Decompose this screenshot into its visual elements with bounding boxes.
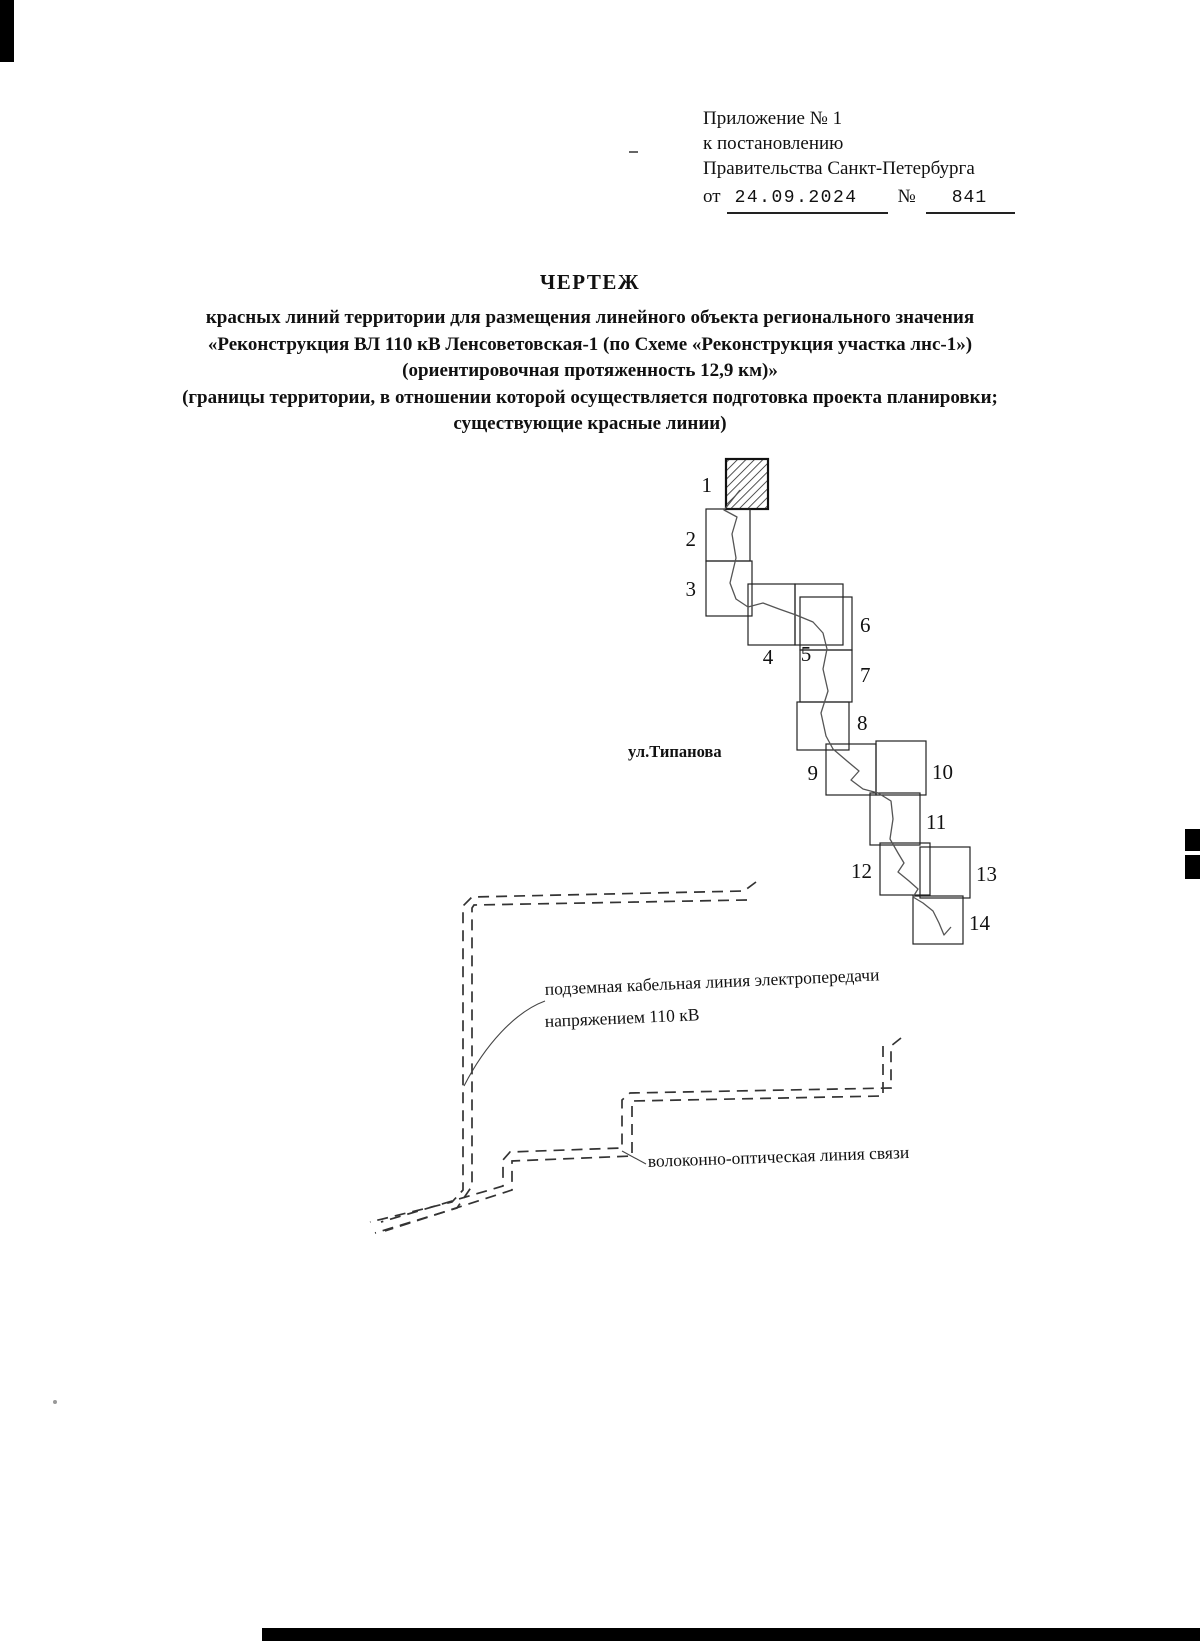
- map-sheet-2: [705, 508, 751, 562]
- map-sheet-4: [747, 583, 796, 646]
- map-sheet-12: [879, 842, 931, 896]
- map-sheet-5: [794, 583, 844, 646]
- title-line-4: (ориентировочная протяженность 12,9 км)»: [402, 360, 778, 381]
- sheet-number-3: 3: [686, 577, 697, 601]
- scan-speck: [53, 1400, 57, 1404]
- title-line-5: (границы территории, в отношении которой…: [182, 386, 998, 408]
- approval-block: Приложение № 1 к постановлению Правитель…: [703, 106, 1016, 214]
- scan-speck: [629, 151, 638, 153]
- sheet-number-7: 7: [860, 663, 871, 687]
- sheet-number-5: 5: [801, 642, 812, 666]
- title-line-3: «Реконструкция ВЛ 110 кВ Ленсоветовская-…: [207, 333, 973, 355]
- sheet-number-10: 10: [932, 760, 953, 784]
- fiber-label-leader: [621, 1150, 647, 1165]
- approval-line-appendix: Приложение № 1: [703, 108, 843, 129]
- map-sheet-3: [705, 560, 753, 617]
- number-sign: №: [897, 186, 916, 207]
- approval-date: 24.09.2024: [726, 186, 888, 214]
- fiber-legend: волоконно-оптическая линия связи: [647, 1142, 909, 1171]
- title-main: ЧЕРТЕЖ: [539, 270, 641, 294]
- sheet-number-8: 8: [857, 711, 868, 735]
- document-title-block: ЧЕРТЕЖ красных линий территории для разм…: [45, 270, 1135, 438]
- from-label: от: [703, 186, 721, 207]
- scan-artifact-top-left: [0, 0, 14, 62]
- map-sheet-8: [796, 701, 850, 751]
- fiber-line-inner: [384, 1046, 884, 1232]
- map-sheet-10: [875, 740, 927, 796]
- title-line-6: существующие красные линии): [453, 413, 727, 434]
- sheet-number-13: 13: [976, 862, 997, 886]
- sheet-number-14: 14: [969, 911, 991, 935]
- cable-line-inner: [374, 899, 748, 1234]
- scan-artifact-right-edge-1: [1185, 829, 1200, 851]
- sheet-number-12: 12: [851, 859, 872, 883]
- map-sheet-13: [919, 846, 971, 899]
- scan-artifact-bottom-bar: [262, 1628, 1200, 1641]
- sheet-number-1: 1: [702, 473, 713, 497]
- street-label: ул.Типанова: [628, 742, 722, 761]
- title-line-2: красных линий территории для размещения …: [205, 307, 975, 328]
- sheet-number-2: 2: [686, 527, 697, 551]
- scan-artifact-right-edge-2: [1185, 855, 1200, 879]
- sheet-number-9: 9: [808, 761, 819, 785]
- sheet-number-6: 6: [860, 613, 871, 637]
- map-sheet-14: [912, 895, 964, 945]
- cable-legend-line-1: подземная кабельная линия электропередач…: [544, 964, 879, 999]
- sheet-number-11: 11: [926, 810, 946, 834]
- sheet-number-4: 4: [763, 645, 774, 669]
- approval-line-government: Правительства Санкт-Петербурга: [703, 158, 975, 179]
- fiber-line-outer: [380, 1037, 902, 1223]
- approval-number: 841: [925, 186, 1016, 214]
- map-sheet-1: [724, 457, 770, 511]
- map-sheet-11: [869, 792, 921, 846]
- cable-line-outer: [369, 881, 757, 1223]
- cable-legend-line-2: напряжением 110 кВ: [544, 1004, 700, 1031]
- cable-label-leader: [463, 1000, 546, 1087]
- map-sheet-9: [825, 743, 877, 796]
- approval-date-line: от 24.09.2024 № 841: [703, 184, 1016, 214]
- route-line: [723, 489, 952, 936]
- approval-line-to-decree: к постановлению: [703, 133, 844, 154]
